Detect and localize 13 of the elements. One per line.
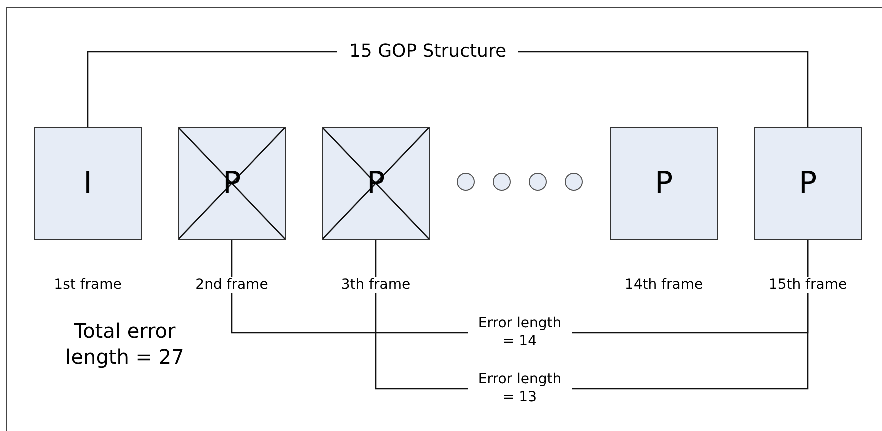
frame-caption: 2nd frame [194,277,270,293]
frame-type-label: P [798,168,818,198]
ellipsis-circle [457,173,475,191]
ellipsis-circle [529,173,547,191]
frame-caption: 3th frame [339,277,413,293]
frame-box [754,127,862,240]
ellipsis-circle [565,173,583,191]
frame-box [34,127,142,240]
frame-type-label: P [654,168,674,198]
frame-box [610,127,718,240]
ellipsis-circle [493,173,511,191]
frame-type-label: I [84,168,92,198]
note-text: Total error length = 27 [64,318,186,370]
